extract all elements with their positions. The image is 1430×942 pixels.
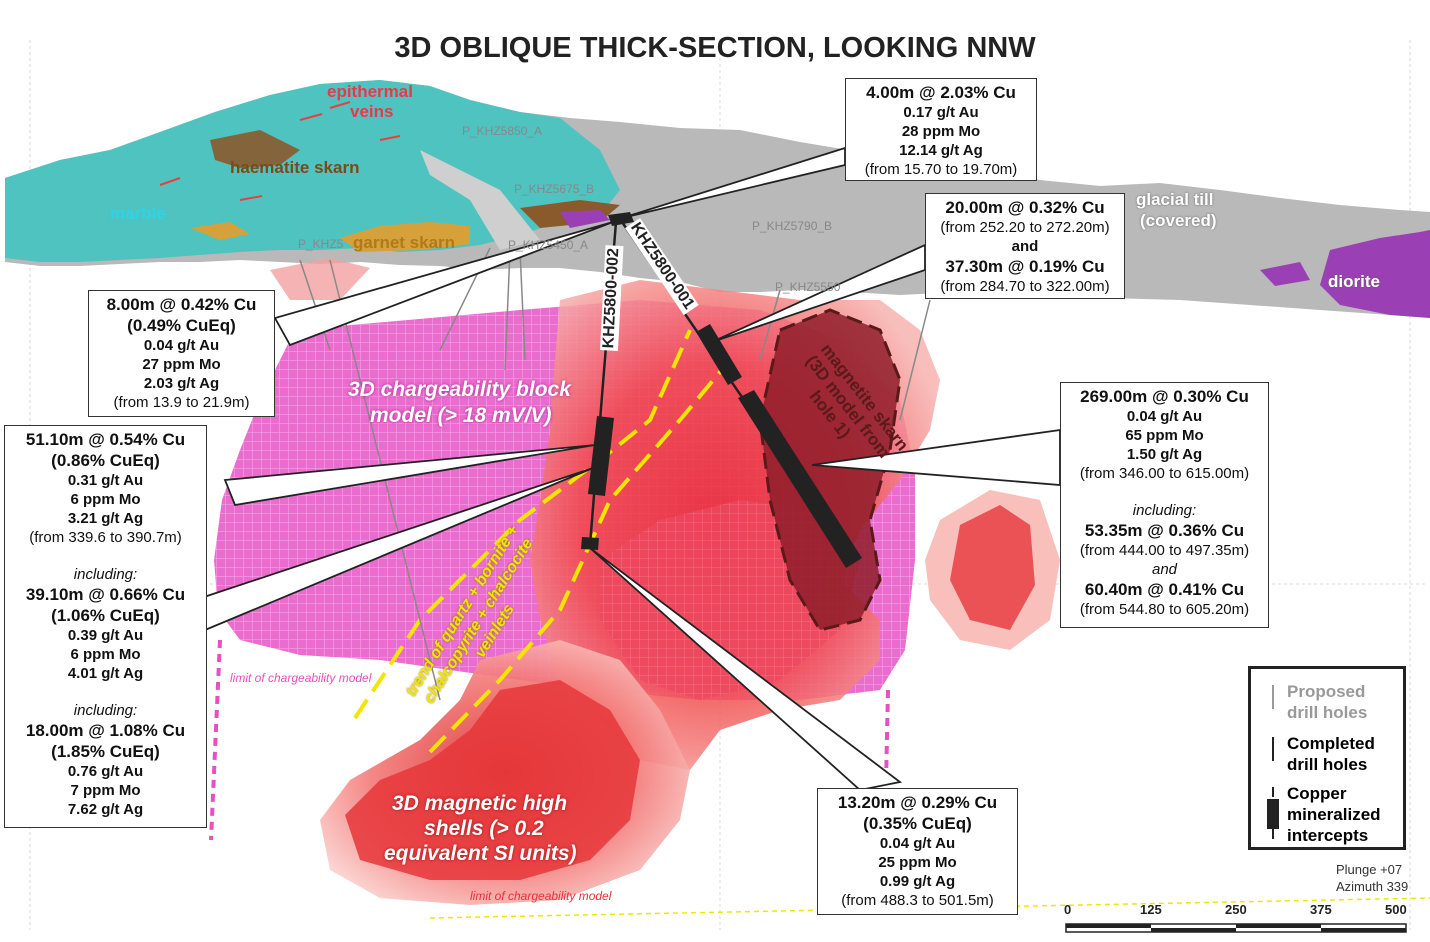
label-haematite-skarn: haematite skarn xyxy=(230,158,360,177)
scale-label-250: 250 xyxy=(1225,902,1247,917)
limit-label-left: limit of chargeability model xyxy=(230,671,372,685)
label-marble: marble xyxy=(110,204,166,223)
intercept-box-right-upper: 20.00m @ 0.32% Cu (from 252.20 to 272.20… xyxy=(925,193,1125,299)
label-diorite: diorite xyxy=(1328,272,1380,291)
page-title: 3D OBLIQUE THICK-SECTION, LOOKING NNW xyxy=(394,32,1036,64)
intercept-box-left-upper: 8.00m @ 0.42% Cu (0.49% CuEq) 0.04 g/t A… xyxy=(88,290,275,417)
topography xyxy=(5,80,1430,318)
proposed-hole-e: P_KHZ5 xyxy=(298,237,344,251)
magnetic-shells xyxy=(270,258,1060,905)
chargeability-label-2: model (> 18 mV/V) xyxy=(370,404,552,427)
azimuth-label: Azimuth 339 xyxy=(1336,879,1409,894)
label-covered: (covered) xyxy=(1140,211,1217,230)
legend-symbols xyxy=(1267,685,1279,839)
proposed-hole-f: P_KHZ5550 xyxy=(775,280,841,294)
legend-copper-1: Copper xyxy=(1287,784,1347,803)
label-veins: veins xyxy=(350,102,394,121)
chargeability-label-1: 3D chargeability block xyxy=(348,378,571,401)
scale-label-375: 375 xyxy=(1310,902,1332,917)
trend-lines xyxy=(353,329,732,754)
scale-label-0: 0 xyxy=(1064,902,1072,917)
intercept-box-bottom: 13.20m @ 0.29% Cu (0.35% CuEq) 0.04 g/t … xyxy=(817,788,1018,915)
mineralized-intercepts xyxy=(581,212,862,568)
label-epithermal: epithermal xyxy=(327,82,413,101)
label-glacial-till: glacial till xyxy=(1136,190,1214,209)
limit-lines xyxy=(209,639,890,841)
label-garnet-skarn: garnet skarn xyxy=(353,233,456,252)
legend-proposed-2: drill holes xyxy=(1287,703,1368,722)
baseline xyxy=(429,897,1430,919)
proposed-hole-c: P_KHZ5790_B xyxy=(752,219,833,233)
plunge-label: Plunge +07 xyxy=(1336,862,1403,877)
scale-bar xyxy=(1065,923,1407,933)
magnetic-label-3: equivalent SI units) xyxy=(384,842,577,865)
proposed-hole-a: P_KHZ5850_A xyxy=(462,124,543,138)
proposed-hole-b: P_KHZ5675_B xyxy=(514,182,595,196)
intercept-box-left-main: 51.10m @ 0.54% Cu (0.86% CuEq) 0.31 g/t … xyxy=(4,425,207,828)
legend-proposed-1: Proposed xyxy=(1287,682,1366,701)
legend-completed-1: Completed xyxy=(1287,734,1375,753)
legend-completed-2: drill holes xyxy=(1287,755,1368,774)
proposed-hole-d: P_KHZ5450_A xyxy=(508,238,589,252)
legend-copper-3: intercepts xyxy=(1287,826,1369,845)
scale-label-500: 500 xyxy=(1385,902,1407,917)
magnetic-label-2: shells (> 0.2 xyxy=(424,817,544,840)
intercept-box-right-main: 269.00m @ 0.30% Cu 0.04 g/t Au 65 ppm Mo… xyxy=(1060,382,1269,628)
legend: Proposed drill holes Completed drill hol… xyxy=(1248,666,1406,850)
intercept-box-top: 4.00m @ 2.03% Cu 0.17 g/t Au 28 ppm Mo 1… xyxy=(845,78,1037,181)
legend-copper-2: mineralized xyxy=(1287,805,1381,824)
scale-label-125: 125 xyxy=(1140,902,1162,917)
limit-label-bottom: limit of chargeability model xyxy=(470,889,612,903)
magnetic-label-1: 3D magnetic high xyxy=(392,792,568,815)
